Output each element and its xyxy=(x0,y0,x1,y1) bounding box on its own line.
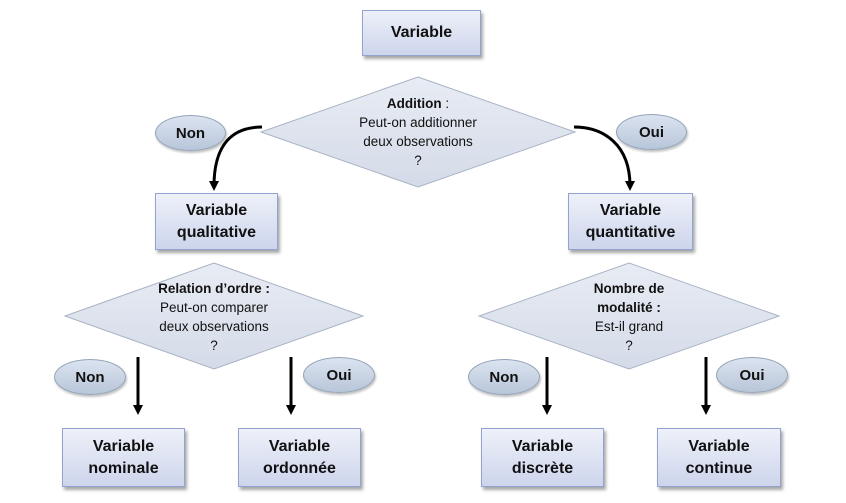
label-right-oui: Oui xyxy=(716,357,788,393)
node-variable-discrete: Variable discrète xyxy=(481,428,604,487)
label-left-oui: Oui xyxy=(303,357,375,393)
decision-modalite-line1: Est-il grand xyxy=(594,319,664,334)
decision-relation-title: Relation d’ordre : xyxy=(158,281,270,296)
node-variable-nominale: Variable nominale xyxy=(62,428,185,487)
decision-addition-line1: Peut-on additionner xyxy=(359,115,477,130)
arrow-to-quantitative xyxy=(573,125,635,191)
decision-modalite-title-1: Nombre de xyxy=(593,281,665,296)
decision-relation-text: Relation d’ordre : Peut-on comparer deux… xyxy=(119,275,309,359)
decision-diamond-modalite xyxy=(477,262,781,370)
node-variable-label: Variable xyxy=(390,24,453,41)
decision-addition-text: Addition : Peut-on additionner deux obse… xyxy=(318,88,518,176)
label-top-oui: Oui xyxy=(616,114,687,150)
label-right-non: Non xyxy=(468,359,540,395)
label-top-non: Non xyxy=(155,115,226,151)
node-variable-qualitative: Variable qualitative xyxy=(155,193,278,250)
decision-diamond-addition xyxy=(259,76,577,188)
node-variable: Variable xyxy=(362,10,481,56)
decision-relation-line1: Peut-on comparer xyxy=(159,300,269,315)
decision-addition-title: Addition xyxy=(386,96,442,111)
decision-modalite-title-2: modalité : xyxy=(597,300,661,315)
label-left-non: Non xyxy=(54,359,126,395)
decision-diamond-relation xyxy=(63,262,365,370)
decision-addition-line3: ? xyxy=(414,153,422,168)
node-variable-ordonnee: Variable ordonnée xyxy=(238,428,361,487)
decision-relation-line3: ? xyxy=(210,338,218,353)
arrow-to-qualitative xyxy=(209,125,263,191)
node-variable-continue: Variable continue xyxy=(657,428,781,487)
decision-modalite-line2: ? xyxy=(625,338,633,353)
node-variable-quantitative: Variable quantitative xyxy=(568,193,693,250)
decision-modalite-text: Nombre de modalité : Est-il grand ? xyxy=(539,275,719,359)
decision-addition-title-suffix: : xyxy=(441,96,450,111)
decision-relation-line2: deux observations xyxy=(159,319,269,334)
decision-addition-line2: deux observations xyxy=(363,134,473,149)
